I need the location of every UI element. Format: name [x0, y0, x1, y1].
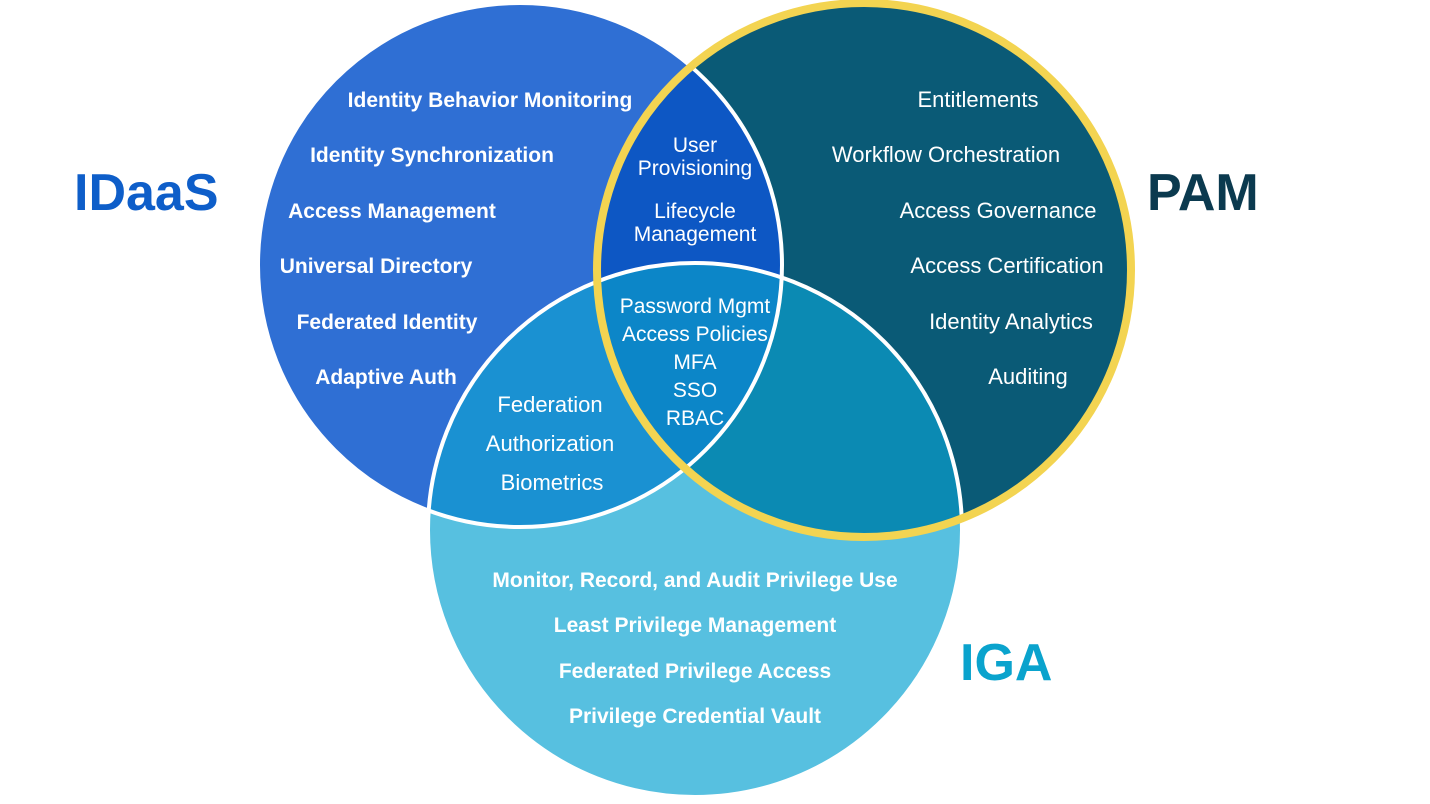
idaas-outline	[256, 1, 784, 529]
idaas-iga-item: Authorization	[486, 431, 614, 456]
pam-item: Workflow Orchestration	[832, 142, 1060, 167]
idaas-item: Adaptive Auth	[315, 366, 457, 389]
idaas-iga-overlap	[428, 263, 782, 527]
pam-title: PAM	[1147, 164, 1259, 222]
idaas-pam-item: Lifecycle	[654, 200, 736, 223]
pam-item: Entitlements	[917, 87, 1038, 112]
idaas-pam-item: Management	[634, 223, 757, 246]
iga-item: Privilege Credential Vault	[569, 705, 821, 728]
center-item: MFA	[673, 351, 716, 374]
center-item: Password Mgmt	[620, 295, 771, 318]
idaas-pam-item: Provisioning	[638, 157, 752, 180]
pam-item: Access Governance	[900, 198, 1097, 223]
center-item: RBAC	[666, 407, 724, 430]
idaas-pam-item: User	[673, 134, 717, 157]
center-item: Access Policies	[622, 323, 768, 346]
pam-item: Auditing	[988, 364, 1068, 389]
idaas-title: IDaaS	[74, 164, 219, 222]
iga-item: Monitor, Record, and Audit Privilege Use	[492, 569, 897, 592]
idaas-iga-item: Biometrics	[501, 470, 604, 495]
iga-item: Least Privilege Management	[554, 614, 836, 637]
pam-ring	[593, 0, 1135, 541]
idaas-iga-item: Federation	[497, 392, 602, 417]
idaas-item: Identity Behavior Monitoring	[348, 89, 633, 112]
pam-item: Identity Analytics	[929, 309, 1093, 334]
idaas-item: Federated Identity	[297, 311, 478, 334]
iga-item: Federated Privilege Access	[559, 660, 831, 683]
iga-title: IGA	[960, 634, 1052, 692]
iga-outline	[426, 261, 964, 799]
idaas-item: Access Management	[288, 200, 496, 223]
pam-item: Access Certification	[910, 253, 1103, 278]
center-item: SSO	[673, 379, 717, 402]
idaas-item: Identity Synchronization	[310, 144, 554, 167]
idaas-item: Universal Directory	[280, 255, 473, 278]
